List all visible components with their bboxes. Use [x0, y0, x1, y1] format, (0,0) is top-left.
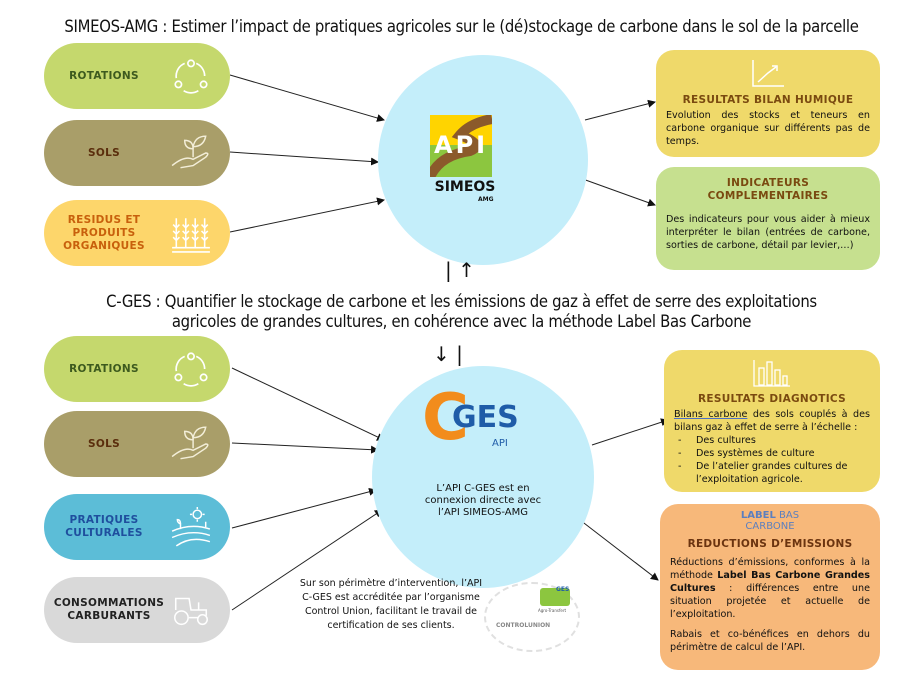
field-sun-icon — [171, 507, 211, 547]
cges-input-rotations: ROTATIONS — [44, 336, 230, 402]
resultats-diagnostics-box: RESULTATS DIAGNOTICS Bilans carbone des … — [664, 350, 880, 492]
hand-sprout-icon — [171, 135, 209, 169]
cges-input-carburants: CONSOMMATIONS CARBURANTS — [44, 577, 230, 643]
simeos-input-sols: SOLS — [44, 120, 230, 186]
cges-input-sols: SOLS — [44, 411, 230, 477]
cges-api-circle: C GES API L’API C-GES est en connexion d… — [372, 366, 594, 588]
connector-up: | ↑ — [445, 258, 475, 282]
control-union-logo: CONTROLUNION GES Agro-Transfert — [484, 582, 580, 652]
simeos-title: SIMEOS-AMG : Estimer l’impact de pratiqu… — [64, 17, 859, 36]
hand-sprout-icon — [171, 426, 209, 460]
rotation-cycle-icon — [174, 59, 208, 94]
simeos-input-residus: RESIDUS ET PRODUITS ORGANIQUES — [44, 200, 230, 266]
cges-input-pratiques: PRATIQUES CULTURALES — [44, 494, 230, 560]
bar-chart-icon — [753, 360, 790, 387]
wheat-icon — [172, 218, 210, 253]
cges-title-1: C-GES : Quantifier le stockage de carbon… — [106, 292, 817, 311]
indicateurs-complementaires-box: INDICATEURS COMPLEMENTAIRES Des indicate… — [656, 167, 880, 270]
simeos-api-logo: API — [430, 115, 492, 177]
trend-up-icon — [752, 60, 784, 87]
simeos-input-rotations: ROTATIONS — [44, 43, 230, 109]
connector-down: ↓ | — [433, 342, 463, 366]
accreditation-text: Sur son périmètre d’intervention, l’API … — [299, 578, 483, 631]
tractor-icon — [174, 597, 208, 626]
cges-title-2: agricoles de grandes cultures, en cohére… — [171, 312, 752, 331]
rotation-cycle-icon — [174, 352, 208, 387]
resultats-bilan-humique-box: RESULTATS BILAN HUMIQUE Evolution des st… — [656, 50, 880, 157]
simeos-api-circle: API SIMEOS AMG — [378, 55, 588, 265]
